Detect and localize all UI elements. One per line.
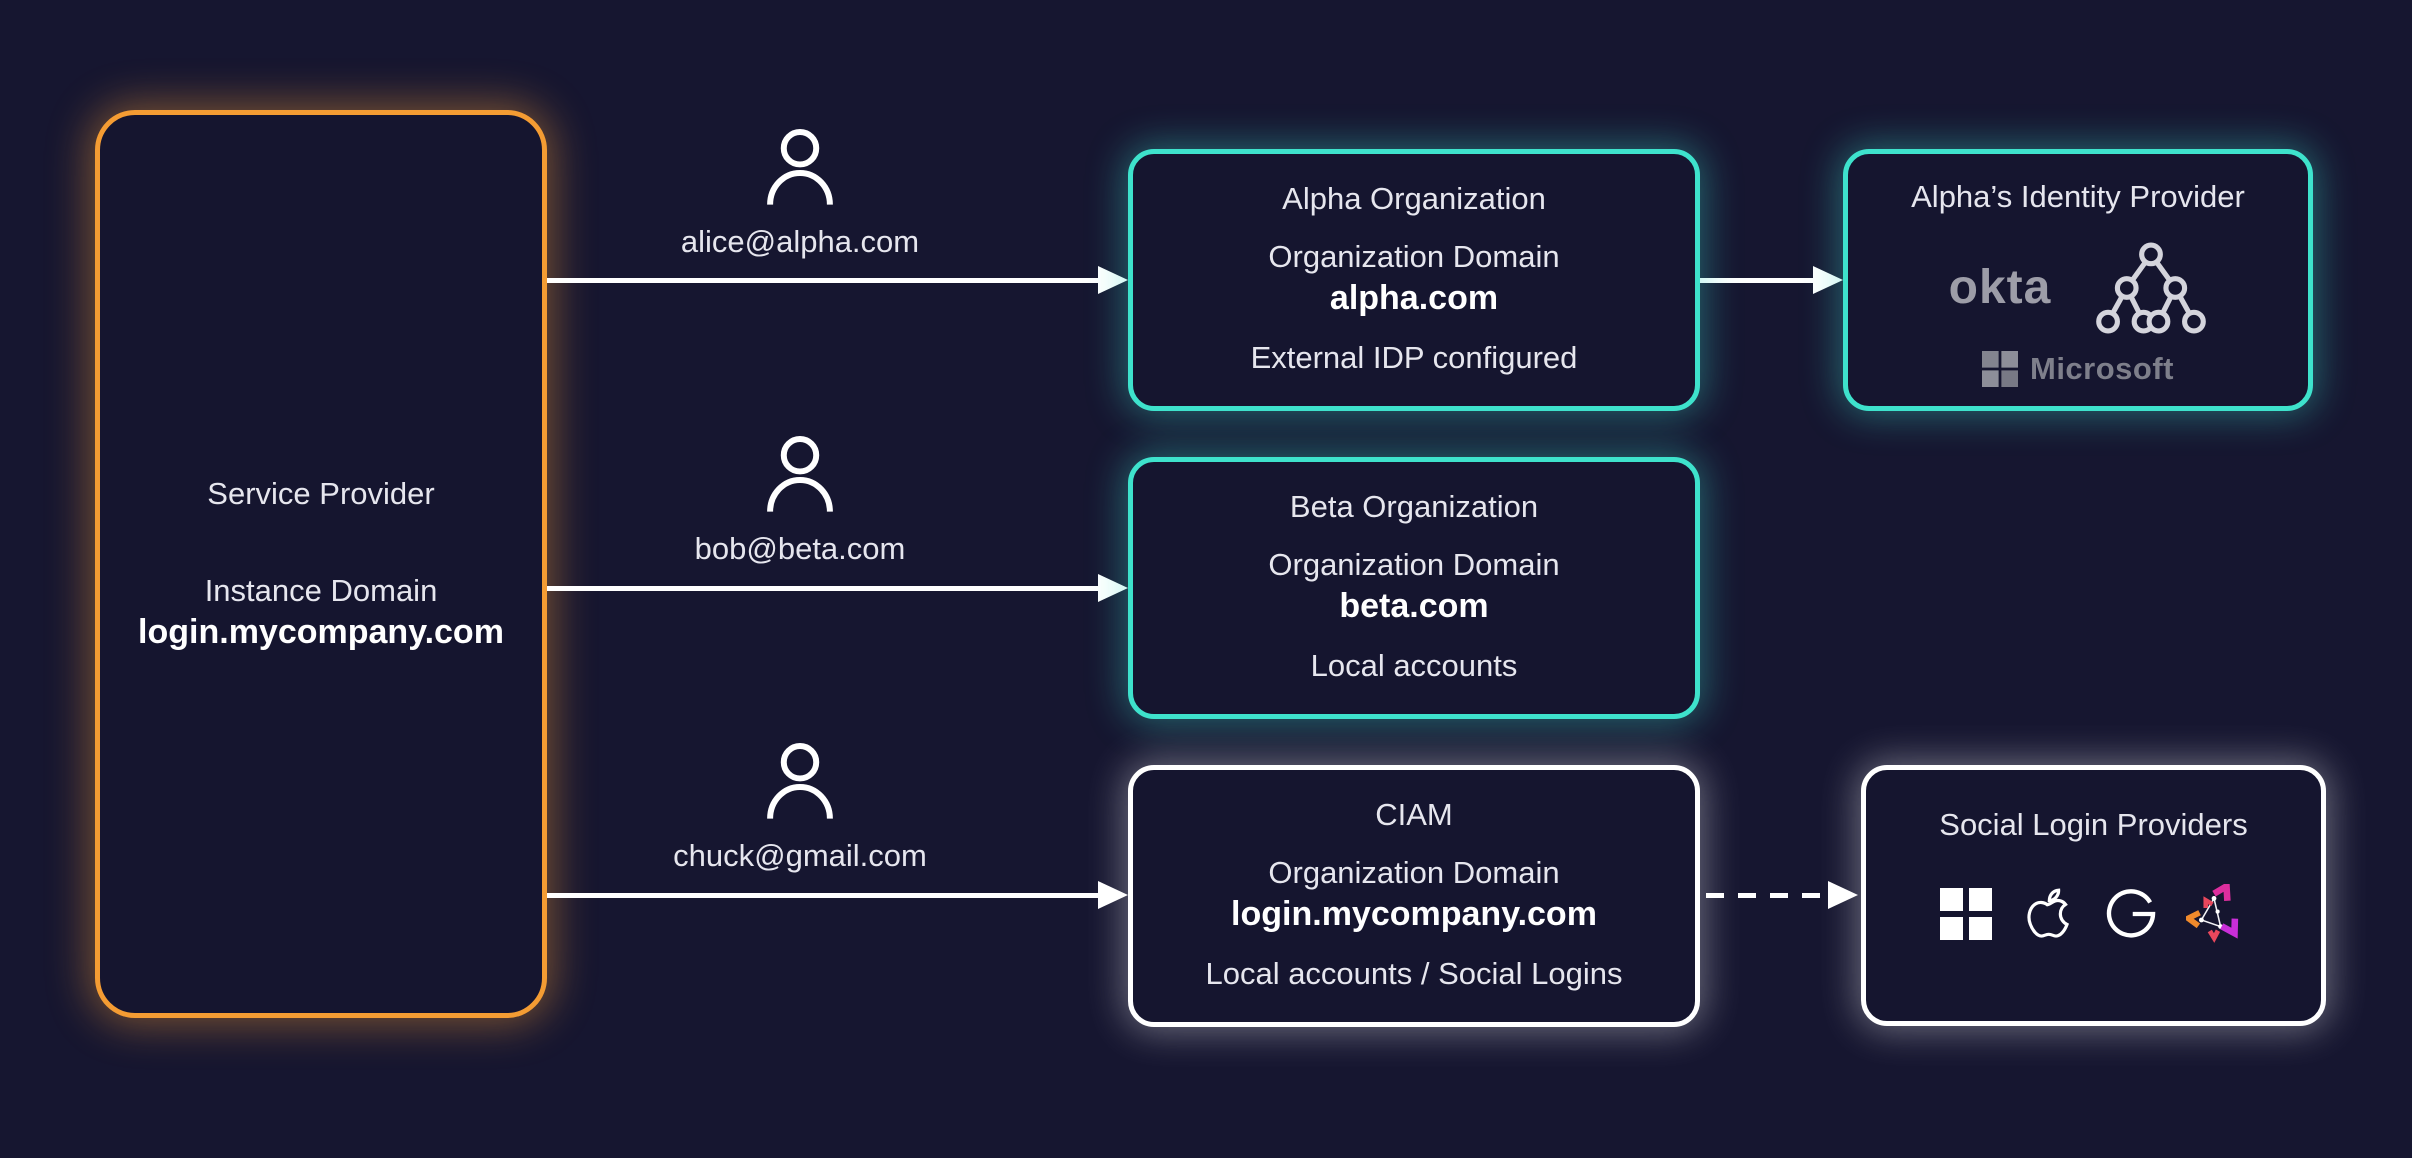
person-icon <box>767 435 833 512</box>
alpha-organization-box: Alpha Organization Organization Domain a… <box>1128 149 1700 411</box>
org-note: External IDP configured <box>1250 340 1578 376</box>
instance-domain-value: login.mycompany.com <box>138 612 504 651</box>
user-email: alice@alpha.com <box>680 224 920 259</box>
org-domain-label: Organization Domain <box>1268 547 1560 583</box>
org-note: Local accounts <box>1310 648 1518 684</box>
idp-logos-row: okta <box>1949 239 2208 337</box>
social-icons-row <box>1939 883 2248 945</box>
ciam-organization-box: CIAM Organization Domain login.mycompany… <box>1128 765 1700 1027</box>
user-email: bob@beta.com <box>694 531 906 566</box>
org-domain-value: beta.com <box>1339 587 1489 626</box>
org-title: Alpha Organization <box>1282 181 1546 216</box>
arrow-alpha-to-idp <box>1700 266 1843 294</box>
alpha-identity-provider-box: Alpha’s Identity Provider okta <box>1843 149 2313 411</box>
okta-logo: okta <box>1948 261 2052 315</box>
service-provider-title: Service Provider <box>207 476 435 511</box>
directory-tree-icon <box>2096 242 2207 334</box>
org-title: CIAM <box>1375 797 1453 832</box>
user-alice: alice@alpha.com <box>600 126 1000 260</box>
microsoft-grid-icon <box>1982 350 2018 387</box>
org-domain-label: Organization Domain <box>1268 239 1560 275</box>
arrow-alice-to-alpha <box>547 266 1128 294</box>
social-login-providers-box: Social Login Providers <box>1861 765 2326 1026</box>
microsoft-logo: Microsoft <box>1982 350 2174 387</box>
microsoft-icon <box>1939 887 1992 940</box>
user-email: chuck@gmail.com <box>673 838 927 873</box>
org-domain-label: Organization Domain <box>1268 855 1560 891</box>
user-bob: bob@beta.com <box>600 433 1000 567</box>
zitadel-icon <box>2185 883 2238 943</box>
beta-organization-box: Beta Organization Organization Domain be… <box>1128 457 1700 719</box>
apple-icon <box>2026 888 2069 938</box>
arrow-bob-to-beta <box>547 574 1128 602</box>
idp-title: Alpha’s Identity Provider <box>1911 179 2245 214</box>
service-provider-box: Service Provider Instance Domain login.m… <box>95 110 547 1018</box>
user-chuck: chuck@gmail.com <box>600 740 1000 874</box>
arrow-chuck-to-ciam <box>547 881 1128 909</box>
org-domain-value: login.mycompany.com <box>1231 895 1597 934</box>
instance-domain-label: Instance Domain <box>204 572 438 608</box>
person-icon <box>767 742 833 819</box>
org-domain-value: alpha.com <box>1329 279 1499 318</box>
google-icon <box>2106 888 2155 938</box>
microsoft-wordmark: Microsoft <box>2030 350 2174 386</box>
org-title: Beta Organization <box>1289 489 1539 524</box>
person-icon <box>767 128 833 205</box>
org-note: Local accounts / Social Logins <box>1205 956 1623 992</box>
social-title: Social Login Providers <box>1939 807 2248 842</box>
dashed-arrow-ciam-to-social <box>1706 881 1858 909</box>
